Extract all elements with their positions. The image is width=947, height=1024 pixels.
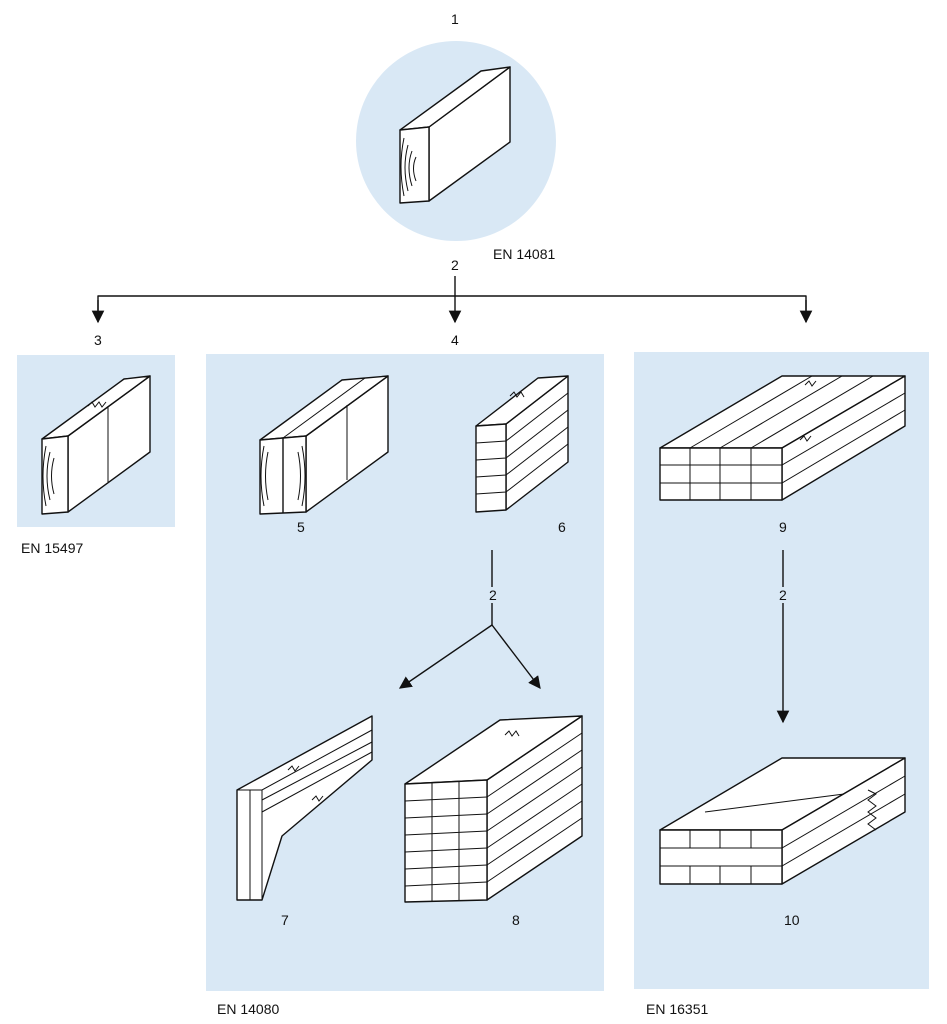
standard-top: EN 14081 <box>493 246 556 262</box>
block-glulam-drawing <box>404 715 583 903</box>
standard-middle: EN 14080 <box>217 1001 280 1017</box>
clt-panel-drawing <box>659 757 906 885</box>
label-8: 8 <box>512 912 520 928</box>
label-4: 4 <box>451 332 459 348</box>
finger-jointed-drawing <box>41 375 151 515</box>
standard-right: EN 16351 <box>646 1001 709 1017</box>
label-1: 1 <box>451 11 459 27</box>
glulam-small-drawing <box>475 375 569 513</box>
label-6: 6 <box>558 519 566 535</box>
label-5: 5 <box>297 519 305 535</box>
label-9: 9 <box>779 519 787 535</box>
label-2-mid: 2 <box>488 587 498 603</box>
label-3: 3 <box>94 332 102 348</box>
glulam-split-arrows <box>398 550 541 690</box>
top-distribution-arrows <box>91 276 813 324</box>
standard-left: EN 15497 <box>21 540 84 556</box>
label-10: 10 <box>784 912 800 928</box>
glued-plate-top-drawing <box>659 375 906 501</box>
label-7: 7 <box>281 912 289 928</box>
solid-timber-drawing <box>399 66 511 204</box>
glued-solid-timber-drawing <box>259 375 389 515</box>
tapered-glulam-drawing <box>236 715 373 901</box>
label-2-top: 2 <box>451 257 459 273</box>
label-2-right: 2 <box>778 587 788 603</box>
